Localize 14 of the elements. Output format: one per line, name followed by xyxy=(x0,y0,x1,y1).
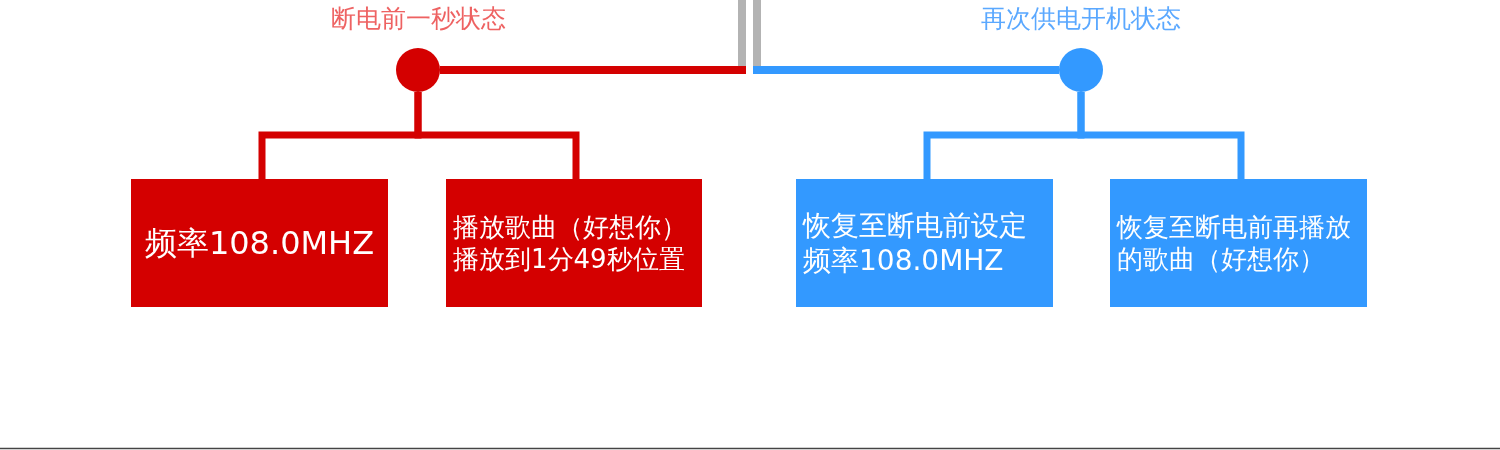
box-text: 恢复至断电前设定频率108.0MHZ xyxy=(803,208,1028,278)
heading-text: 断电前一秒状态 xyxy=(330,4,506,34)
box-text: 恢复至断电前再播放的歌曲（好想你） xyxy=(1117,210,1352,276)
connector-line xyxy=(1077,92,1245,179)
state-box xyxy=(131,179,388,307)
heading-text: 再次供电开机状态 xyxy=(981,4,1181,34)
state-box xyxy=(796,179,1053,307)
box-text: 频率108.0MHZ xyxy=(144,223,375,263)
box-text: 播放歌曲（好想你）播放到1分49秒位置 xyxy=(453,210,688,276)
junction-dot xyxy=(396,48,440,92)
state-box xyxy=(446,179,702,307)
state-box xyxy=(1110,179,1367,307)
junction-dot xyxy=(1059,48,1103,92)
connector-line xyxy=(414,92,580,179)
